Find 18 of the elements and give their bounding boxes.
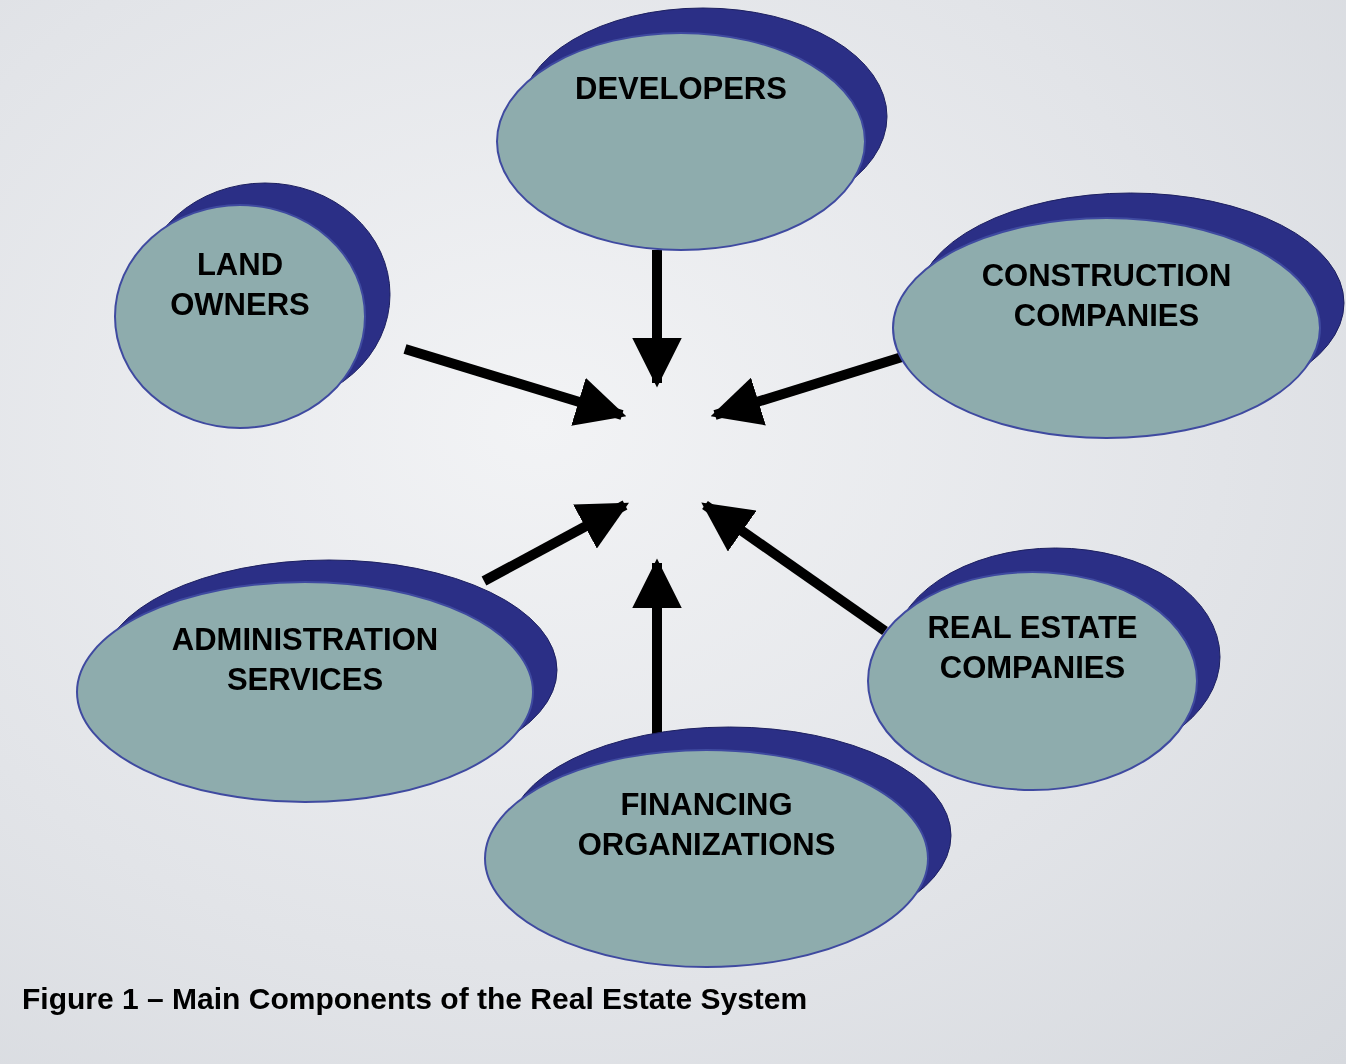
ellipse-node <box>115 183 390 428</box>
ellipse-node <box>497 8 887 250</box>
arrow <box>701 500 888 636</box>
node-label: CONSTRUCTION COMPANIES <box>980 257 1233 335</box>
ellipse-node <box>77 560 557 802</box>
arrow <box>710 352 904 426</box>
arrow <box>403 344 627 426</box>
ellipse-node <box>868 548 1220 790</box>
arrow <box>632 250 682 388</box>
ellipse-node <box>485 727 951 967</box>
node-label: REAL ESTATE COMPANIES <box>926 609 1139 687</box>
node-label: FINANCING ORGANIZATIONS <box>576 786 837 864</box>
arrow <box>481 500 629 586</box>
figure-caption: Figure 1 – Main Components of the Real Estate System <box>22 982 808 1016</box>
node-label: LAND OWNERS <box>169 246 311 324</box>
ellipse-node <box>893 193 1344 438</box>
node-label: DEVELOPERS <box>574 70 788 108</box>
node-label: ADMINISTRATION SERVICES <box>170 621 440 699</box>
